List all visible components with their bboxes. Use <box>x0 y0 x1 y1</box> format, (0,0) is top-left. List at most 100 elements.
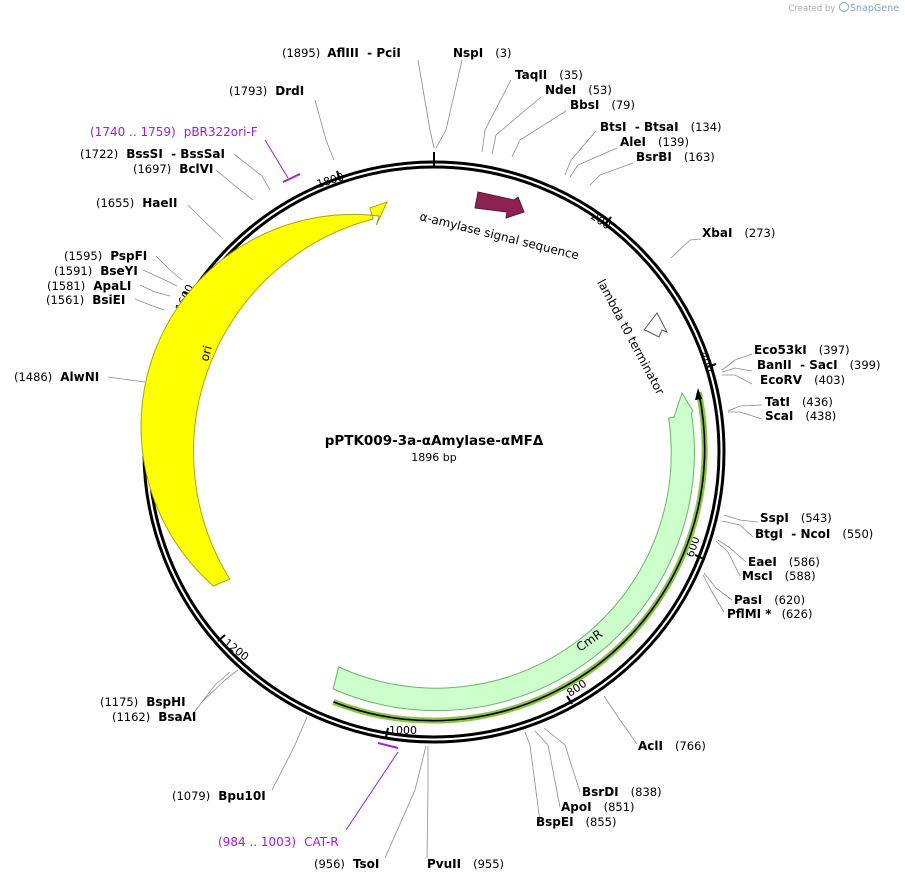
enzyme-name: HaeII <box>142 196 177 210</box>
enzyme-position: (588) <box>785 569 816 583</box>
enzyme-name: BspEI <box>536 815 574 829</box>
enzyme-name: BseYI <box>100 264 138 278</box>
primer-name: CAT-R <box>304 835 339 849</box>
enzyme-name: EcoRV <box>760 373 803 387</box>
enzyme-name: NdeI <box>545 83 576 97</box>
enzyme-site[interactable]: NspI(3) <box>453 46 512 60</box>
enzyme-site[interactable]: MscI(588) <box>742 569 816 583</box>
enzyme-site[interactable]: BtgI - NcoI(550) <box>755 527 873 541</box>
enzyme-site[interactable]: (1591)BseYI <box>54 264 138 278</box>
enzyme-site[interactable]: BsrBI (163) <box>636 150 715 164</box>
enzyme-position: (1595) <box>64 249 102 263</box>
enzyme-site[interactable]: (1175)BspHI <box>100 695 186 709</box>
enzyme-name: BsiEI <box>92 293 125 307</box>
enzyme-site[interactable]: AleI(139) <box>620 135 689 149</box>
enzyme-position: (403) <box>814 373 845 387</box>
enzyme-site[interactable]: (1697)BclVI <box>133 162 213 176</box>
enzyme-site[interactable]: Eco53kI(397) <box>754 343 850 357</box>
credit-brand: SnapGene <box>850 3 899 14</box>
enzyme-site[interactable]: (1595)PspFI <box>64 249 147 263</box>
enzyme-site[interactable]: PasI(620) <box>734 593 805 607</box>
enzyme-name: NspI <box>453 46 483 60</box>
enzyme-site[interactable]: ScaI (438) <box>765 409 836 423</box>
lambda-t0-terminator-arrow[interactable] <box>643 312 669 338</box>
enzyme-name: BsrBI <box>636 150 672 164</box>
enzyme-position: (543) <box>801 511 832 525</box>
primer-range: (984 .. 1003) <box>218 835 296 849</box>
primer-cat-r-label[interactable]: (984 .. 1003) CAT-R <box>218 835 339 849</box>
enzyme-site[interactable]: SspI(543) <box>760 511 832 525</box>
enzyme-position: (1793) <box>229 84 267 98</box>
enzyme-position: (1697) <box>133 162 171 176</box>
enzyme-site[interactable]: (1655) HaeII <box>96 196 177 210</box>
enzyme-name: ScaI <box>765 409 793 423</box>
enzyme-name: TaqII <box>515 68 547 82</box>
enzyme-site[interactable]: (1561) BsiEI <box>46 293 125 307</box>
enzyme-site[interactable]: AclI(766) <box>638 739 706 753</box>
enzyme-site[interactable]: EcoRV (403) <box>760 373 845 387</box>
primer-cat-r-bar[interactable] <box>377 742 399 749</box>
enzyme-position: (1895) <box>282 46 320 60</box>
enzyme-position: (1561) <box>46 293 84 307</box>
enzyme-name: BsrDI <box>582 785 619 799</box>
cmr-feature-arrow[interactable] <box>332 391 695 712</box>
enzyme-name: PvuII <box>427 857 461 871</box>
tick-600 <box>694 554 705 560</box>
enzyme-position: (399) <box>850 358 881 372</box>
enzyme-position: (550) <box>842 527 873 541</box>
alpha-amylase-signal-arrow[interactable] <box>474 191 525 219</box>
ori-feature-arrow[interactable] <box>140 201 388 587</box>
enzyme-name: BbsI <box>570 98 599 112</box>
enzyme-site[interactable]: PvuII(955) <box>427 857 504 871</box>
enzyme-position: (1655) <box>96 196 134 210</box>
enzyme-position: (838) <box>631 785 662 799</box>
tick-1200 <box>217 634 226 642</box>
enzyme-site[interactable]: XbaI (273) <box>702 226 775 240</box>
enzyme-name: BtsI - BtsaΙ <box>600 120 679 134</box>
enzyme-site[interactable]: (1162)BsaAI <box>112 710 196 724</box>
enzyme-site[interactable]: BsrDI (838) <box>582 785 662 799</box>
enzyme-name: EaeI <box>748 555 777 569</box>
enzyme-position: (163) <box>684 150 715 164</box>
enzyme-site[interactable]: TatI(436) <box>765 395 833 409</box>
enzyme-site[interactable]: NdeI(53) <box>545 83 612 97</box>
enzyme-site[interactable]: ApoI(851) <box>561 800 635 814</box>
enzyme-site[interactable]: (1581)ApaLI <box>47 279 131 293</box>
tick-1000 <box>385 727 389 738</box>
primer-pbr322ori-f-bar[interactable] <box>282 173 301 183</box>
enzyme-name: Eco53kI <box>754 343 807 357</box>
enzyme-site[interactable]: (1486)AlwNI <box>14 370 99 384</box>
snapgene-logo-icon <box>839 2 850 12</box>
enzyme-position: (438) <box>805 409 836 423</box>
enzyme-position: (35) <box>559 68 583 82</box>
enzyme-site[interactable]: PflMI *(626) <box>727 607 813 621</box>
enzyme-site[interactable]: (1793)DrdI <box>229 84 304 98</box>
tick-1800 <box>336 170 341 181</box>
enzyme-site[interactable]: (956)TsoI <box>314 857 379 871</box>
plasmid-name: pPTK009-3a-αAmylase-αMFΔ <box>325 433 544 449</box>
tick-200 <box>604 216 612 226</box>
enzyme-site[interactable]: (1079)Bpu10I <box>172 789 266 803</box>
enzyme-site[interactable]: EaeI(586) <box>748 555 820 569</box>
enzyme-site[interactable]: TaqII (35) <box>515 68 583 82</box>
enzyme-position: (1581) <box>47 279 85 293</box>
enzyme-position: (1079) <box>172 789 210 803</box>
enzyme-name: XbaI <box>702 226 732 240</box>
enzyme-name: BsaAI <box>158 710 196 724</box>
enzyme-position: (1486) <box>14 370 52 384</box>
enzyme-position: (273) <box>744 226 775 240</box>
enzyme-site[interactable]: (1895)AflIII - PciI <box>282 46 401 60</box>
enzyme-site[interactable]: BspEI(855) <box>536 815 616 829</box>
enzyme-position: (1722) <box>80 147 118 161</box>
enzyme-site[interactable]: (1722)BssSI - BssSaI <box>80 147 225 161</box>
cmr-strand-line <box>333 392 706 722</box>
enzyme-site[interactable]: BanII - SacI(399) <box>757 358 881 372</box>
primer-range: (1740 .. 1759) <box>90 125 176 139</box>
enzyme-site[interactable]: BtsI - BtsaΙ(134) <box>600 120 722 134</box>
enzyme-name: BspHI <box>146 695 185 709</box>
enzyme-site[interactable]: BbsI(79) <box>570 98 635 112</box>
enzyme-name: AleI <box>620 135 646 149</box>
credit-prefix: Created by <box>788 4 836 14</box>
enzyme-position: (766) <box>675 739 706 753</box>
primer-pbr322ori-f-label[interactable]: (1740 .. 1759)pBR322ori-F <box>90 125 258 139</box>
